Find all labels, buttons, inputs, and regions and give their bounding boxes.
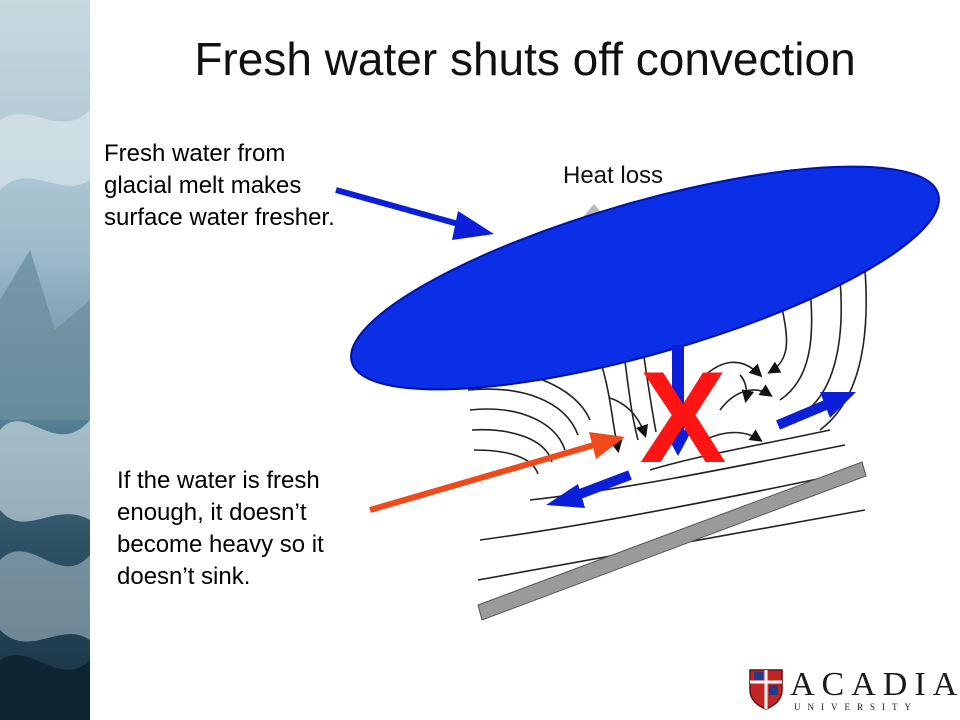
sinking-note: If the water is fresh enough, it doesn’t… (117, 467, 324, 590)
ocean-sidebar-image (0, 0, 90, 720)
sinking-pointer-arrow (369, 432, 625, 513)
fresh-water-arrow (335, 187, 494, 240)
logo-subtitle: UNIVERSITY (794, 702, 918, 712)
university-logo: ACADIA UNIVERSITY (748, 666, 957, 712)
slide-title: Fresh water shuts off convection (194, 33, 856, 85)
seafloor-slab (477, 461, 867, 621)
outflow-arrow-left (546, 470, 632, 508)
shield-crest-icon (749, 669, 783, 710)
outflow-arrow-right (776, 392, 856, 430)
logo-wordmark: ACADIA (790, 666, 960, 703)
heat-loss-label: Heat loss (563, 162, 664, 189)
blocked-downwelling-arrow (664, 345, 692, 456)
blocked-x-mark: X (640, 344, 727, 490)
fresh-water-lens (350, 165, 940, 391)
fresh-water-note: Fresh water from glacial melt makes surf… (104, 140, 335, 231)
